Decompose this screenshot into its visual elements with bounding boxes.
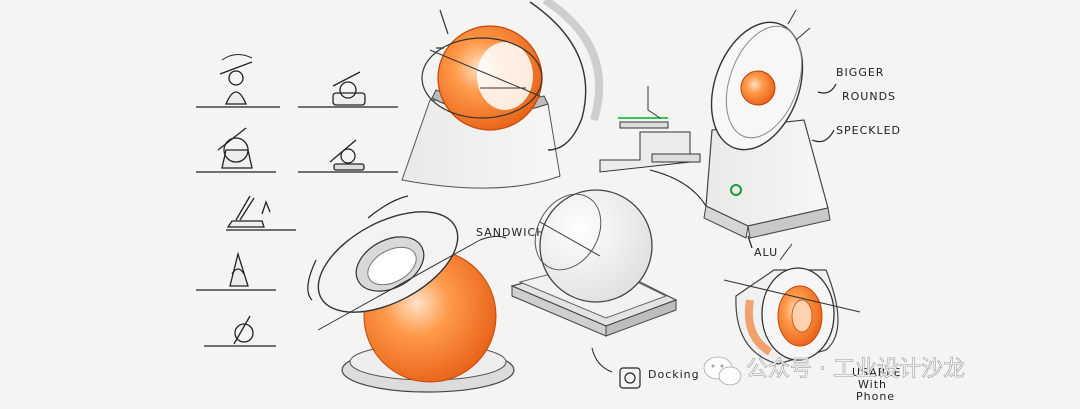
mirror-speaker-concept bbox=[649, 9, 837, 249]
wechat-icon bbox=[703, 356, 742, 386]
sandwich-sphere-concept bbox=[307, 195, 515, 393]
thumb-1 bbox=[196, 54, 280, 108]
thumb-3 bbox=[196, 127, 276, 173]
label-docking: Docking bbox=[648, 368, 700, 381]
thumb-5 bbox=[226, 195, 296, 231]
watermark: 公众号 · 工业设计沙龙 bbox=[703, 356, 965, 386]
thumbnail-sketches bbox=[196, 54, 398, 347]
label-sandwich: SANDWICH bbox=[476, 226, 545, 239]
thumb-6 bbox=[196, 251, 276, 291]
label-usable-3: Phone bbox=[856, 390, 895, 403]
ledge-detail-sketch bbox=[599, 86, 701, 173]
thumb-7 bbox=[204, 315, 276, 347]
docking-sphere-concept bbox=[510, 189, 678, 389]
label-usable-1: USABLE bbox=[852, 366, 901, 379]
thumb-2 bbox=[298, 71, 398, 108]
watermark-text: 公众号 · 工业设计沙龙 bbox=[746, 357, 965, 382]
label-bigger: BIGGER bbox=[836, 66, 884, 79]
label-rounds: ROUNDS bbox=[842, 90, 896, 103]
label-usable-2: With bbox=[858, 378, 887, 391]
label-alu: ALU bbox=[754, 246, 778, 259]
cylinder-speaker-concept bbox=[723, 243, 861, 365]
speckled-sphere-concept bbox=[401, 0, 604, 189]
label-speckled: SPECKLED bbox=[836, 124, 901, 137]
thumb-4 bbox=[298, 139, 398, 173]
